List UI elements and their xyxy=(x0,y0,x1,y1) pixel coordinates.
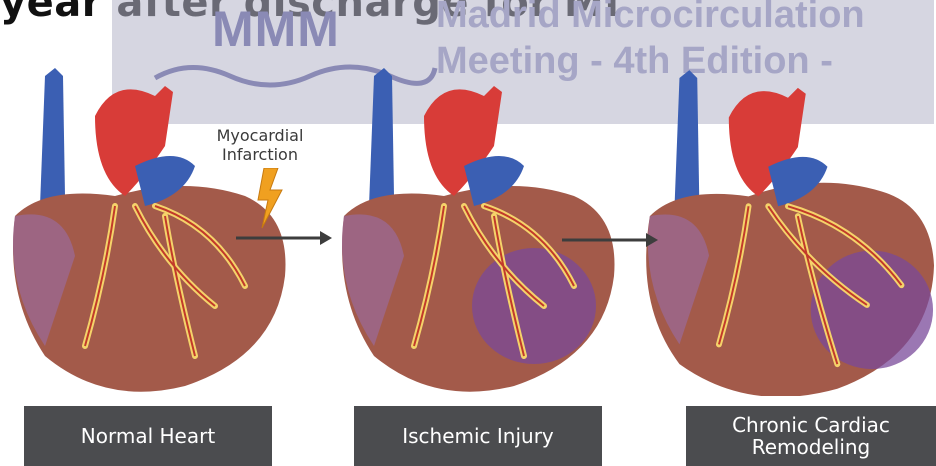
watermark-text-line1: Madrid Microcirculation xyxy=(436,0,865,37)
arrow-right-icon xyxy=(236,228,332,248)
remodeled-heart-illustration xyxy=(640,56,936,396)
vena-cava xyxy=(40,68,65,206)
infarct-zone xyxy=(472,248,596,364)
myocardial-infarction-label: Myocardial Infarction xyxy=(210,126,310,164)
watermark-logo: MMM xyxy=(212,0,340,58)
stage-label-chronic-remodeling: Chronic Cardiac Remodeling xyxy=(686,406,936,466)
lightning-icon xyxy=(254,168,290,230)
arrow-right-icon xyxy=(562,230,658,250)
ischemic-heart-illustration xyxy=(334,56,634,396)
stage-label-normal-heart: Normal Heart xyxy=(24,406,272,466)
scar-zone xyxy=(811,251,933,369)
stage-label-ischemic-injury: Ischemic Injury xyxy=(354,406,602,466)
